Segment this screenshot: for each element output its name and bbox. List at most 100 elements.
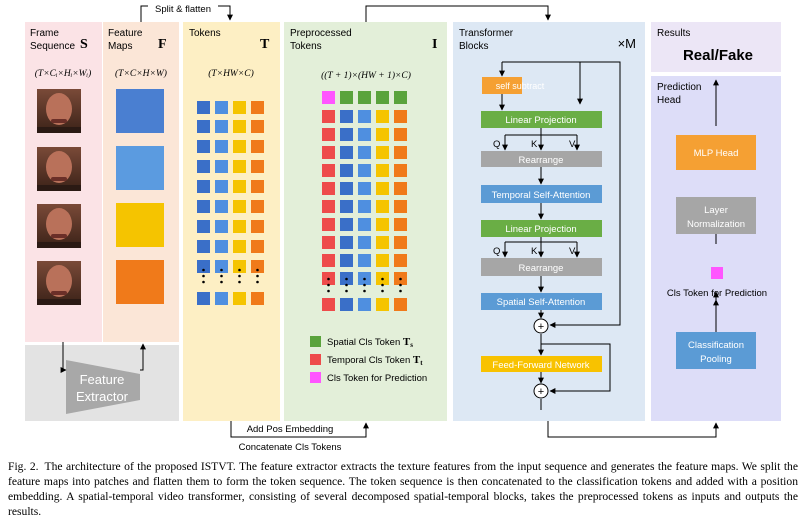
preprocessed-token (358, 254, 371, 267)
preprocessed-token (322, 254, 335, 267)
token (197, 240, 210, 253)
preprocessed-token (376, 182, 389, 195)
feature-map-squares (116, 89, 164, 304)
layer-norm-label-1: Layer (704, 205, 728, 216)
preprocessed-title-1: Preprocessed (290, 28, 352, 39)
ellipsis-dot (238, 274, 241, 278)
split-flatten-label-bg (148, 2, 218, 14)
legend-temporal-label: Temporal Cls Token Tt (327, 354, 423, 367)
ellipsis-dot (327, 283, 330, 287)
temporal-attention-block (481, 185, 602, 203)
token (215, 200, 228, 213)
preprocessed-token (376, 146, 389, 159)
legend-spatial-label: Spatial Cls Token Ts (327, 336, 413, 349)
ellipsis-dot (381, 277, 384, 281)
ellipsis-dot (399, 289, 402, 293)
layer-norm-label-2: Normalization (687, 219, 745, 230)
linear-projection-1-label: Linear Projection (505, 115, 576, 126)
legend-prediction-swatch (310, 372, 321, 383)
transformer-title-1: Transformer (459, 28, 514, 39)
rearrange-2-label: Rearrange (519, 263, 564, 274)
ellipsis-dot (256, 274, 259, 278)
feature-maps-shape: (T×C×H×W) (115, 68, 167, 79)
feature-extractor-shape (66, 360, 140, 414)
preprocessed-token (358, 298, 371, 311)
preprocessed-token (376, 164, 389, 177)
token (233, 260, 246, 273)
preprocessed-token (376, 128, 389, 141)
ellipsis-dot (345, 283, 348, 287)
tokens-symbol: T (260, 37, 270, 52)
token (251, 260, 264, 273)
token (233, 180, 246, 193)
token (197, 101, 210, 114)
token (251, 120, 264, 133)
legend-prediction-label: Cls Token for Prediction (327, 373, 427, 384)
spatial-attention-block (481, 293, 602, 310)
token (233, 101, 246, 114)
token (215, 292, 228, 305)
token (215, 140, 228, 153)
preprocessed-token (394, 128, 407, 141)
preprocessed-token (340, 164, 353, 177)
preprocessed-token (358, 182, 371, 195)
feature-maps-symbol: F (158, 37, 167, 52)
layer-norm-block (676, 197, 756, 234)
classification-pooling-label-2: Pooling (700, 354, 732, 365)
concatenate-cls-label: Concatenate Cls Tokens (239, 442, 342, 453)
q-label-2: Q (493, 246, 500, 257)
preprocessed-token (394, 254, 407, 267)
preprocessed-token (358, 146, 371, 159)
arrow-transformer-to-head (547, 421, 719, 438)
ellipsis-dot (238, 280, 241, 284)
arrow-sequence-to-extractor (60, 342, 67, 373)
residual-add-2 (533, 383, 549, 399)
preprocessed-token (322, 218, 335, 231)
token (215, 101, 228, 114)
preprocessed-token (376, 298, 389, 311)
ellipsis-dot (327, 289, 330, 293)
token (251, 160, 264, 173)
feature-maps-title-1: Feature (108, 28, 143, 39)
prediction-head-title-2: Head (657, 95, 681, 106)
feature-map-square (116, 146, 164, 190)
ellipsis-dot (345, 289, 348, 293)
face-frame-3 (37, 204, 81, 248)
mlp-head-block (676, 135, 756, 170)
ffn-block (481, 356, 602, 372)
preprocessed-token (358, 128, 371, 141)
ellipsis-dot (345, 277, 348, 281)
token (233, 160, 246, 173)
mlp-head-label: MLP Head (694, 148, 739, 159)
ellipsis-dot (363, 283, 366, 287)
preprocessed-token (340, 91, 353, 104)
preprocessed-token (394, 218, 407, 231)
ellipsis-dot (327, 277, 330, 281)
self-subtract-block (482, 77, 522, 94)
ellipsis-dot (220, 268, 223, 272)
preprocessed-token (358, 236, 371, 249)
token (251, 140, 264, 153)
preprocessed-token (322, 182, 335, 195)
preprocessed-token (322, 164, 335, 177)
transformer-flow (499, 61, 621, 410)
v-label-1: V (569, 139, 576, 150)
token (215, 120, 228, 133)
prediction-head-panel (651, 76, 781, 421)
token (233, 140, 246, 153)
tokens-title: Tokens (189, 28, 221, 39)
token (197, 180, 210, 193)
preprocessed-token (322, 298, 335, 311)
feature-map-square (116, 260, 164, 304)
self-subtract-label: self subtract (496, 81, 545, 91)
token (197, 292, 210, 305)
preprocessed-token (394, 164, 407, 177)
ellipsis-dot (220, 280, 223, 284)
preprocessed-token (394, 298, 407, 311)
token (197, 120, 210, 133)
preprocessed-token (358, 218, 371, 231)
frame-sequence-symbol: S (80, 37, 88, 52)
preprocessed-token (358, 164, 371, 177)
prediction-cls-label: Cls Token for Prediction (667, 288, 767, 299)
face-frame-1 (37, 89, 81, 133)
